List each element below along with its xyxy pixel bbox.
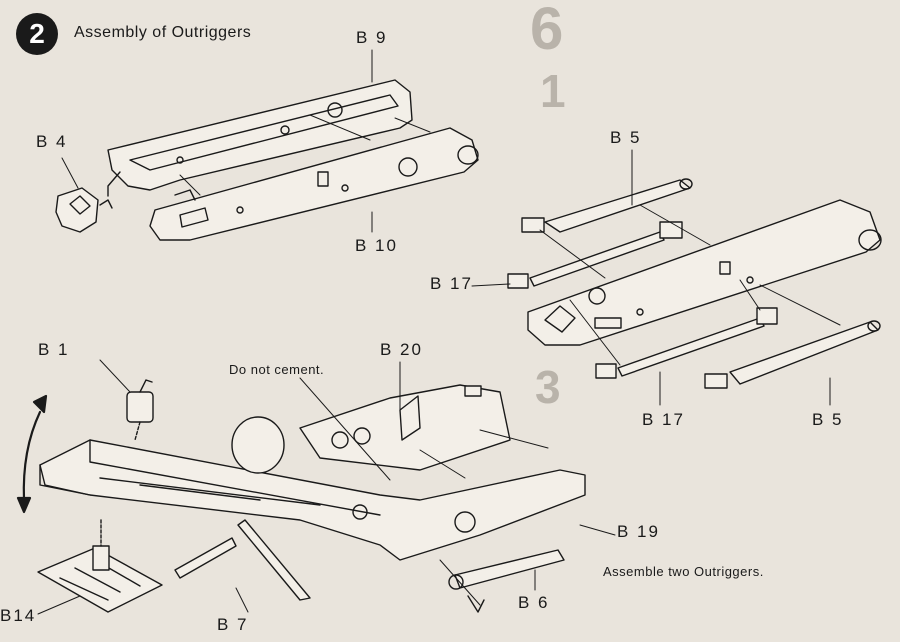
assembly-guide-lines-b9-b10 — [179, 114, 431, 196]
part-b17-rod-bottom — [595, 307, 778, 379]
label-b17-bottom: B 17 — [642, 410, 685, 429]
leader-b7 — [235, 587, 249, 613]
part-b14-footpad — [37, 519, 163, 613]
part-b10-lower-arm-half — [149, 127, 479, 241]
label-b5-bottom: B 5 — [812, 410, 844, 429]
bleed-through-numeral-1: 1 — [540, 65, 566, 117]
swing-arrow-icon — [16, 394, 48, 514]
bleed-through-numeral-3: 3 — [535, 361, 561, 413]
label-b5-top: B 5 — [610, 128, 642, 147]
part-b7-crank — [174, 519, 311, 601]
part-b20-housing — [299, 384, 511, 471]
leader-b19 — [579, 524, 616, 536]
label-b14: B14 — [0, 606, 37, 625]
note-do-not-cement: Do not cement. — [229, 362, 325, 377]
part-b4-clamp — [55, 187, 113, 233]
part-b5-cylinder-top — [521, 178, 693, 233]
arrow-head-b6 — [467, 595, 485, 613]
label-b19: B 19 — [617, 522, 660, 541]
label-b1: B 1 — [38, 340, 70, 359]
part-wheel-drum — [231, 416, 285, 474]
label-b10: B 10 — [355, 236, 398, 255]
step-title: Assembly of Outriggers — [74, 24, 252, 41]
part-b5-cylinder-bottom — [704, 320, 881, 389]
assembly-guide-lines-bottom — [299, 377, 549, 606]
note-assemble-two: Assemble two Outriggers. — [603, 564, 764, 579]
label-b6: B 6 — [518, 593, 550, 612]
leader-b1 — [99, 359, 131, 393]
part-b1-cylinder — [126, 379, 154, 441]
label-b20: B 20 — [380, 340, 423, 359]
part-b6-bar — [448, 549, 565, 590]
label-b7: B 7 — [217, 615, 249, 634]
assembly-guide-lines-right — [539, 204, 841, 366]
label-b17-left: B 17 — [430, 274, 473, 293]
part-b9-upper-arm-half — [107, 79, 413, 197]
label-b4: B 4 — [36, 132, 68, 151]
step-number-badge: 2 — [16, 13, 58, 55]
label-b9: B 9 — [356, 28, 388, 47]
part-outrigger-arm-right — [527, 199, 882, 346]
leader-b14 — [37, 595, 81, 615]
bleed-through-numeral-6: 6 — [530, 0, 564, 62]
leader-b4 — [61, 157, 79, 189]
part-b19-outrigger-body — [39, 439, 586, 561]
leader-b17-left — [471, 283, 511, 287]
